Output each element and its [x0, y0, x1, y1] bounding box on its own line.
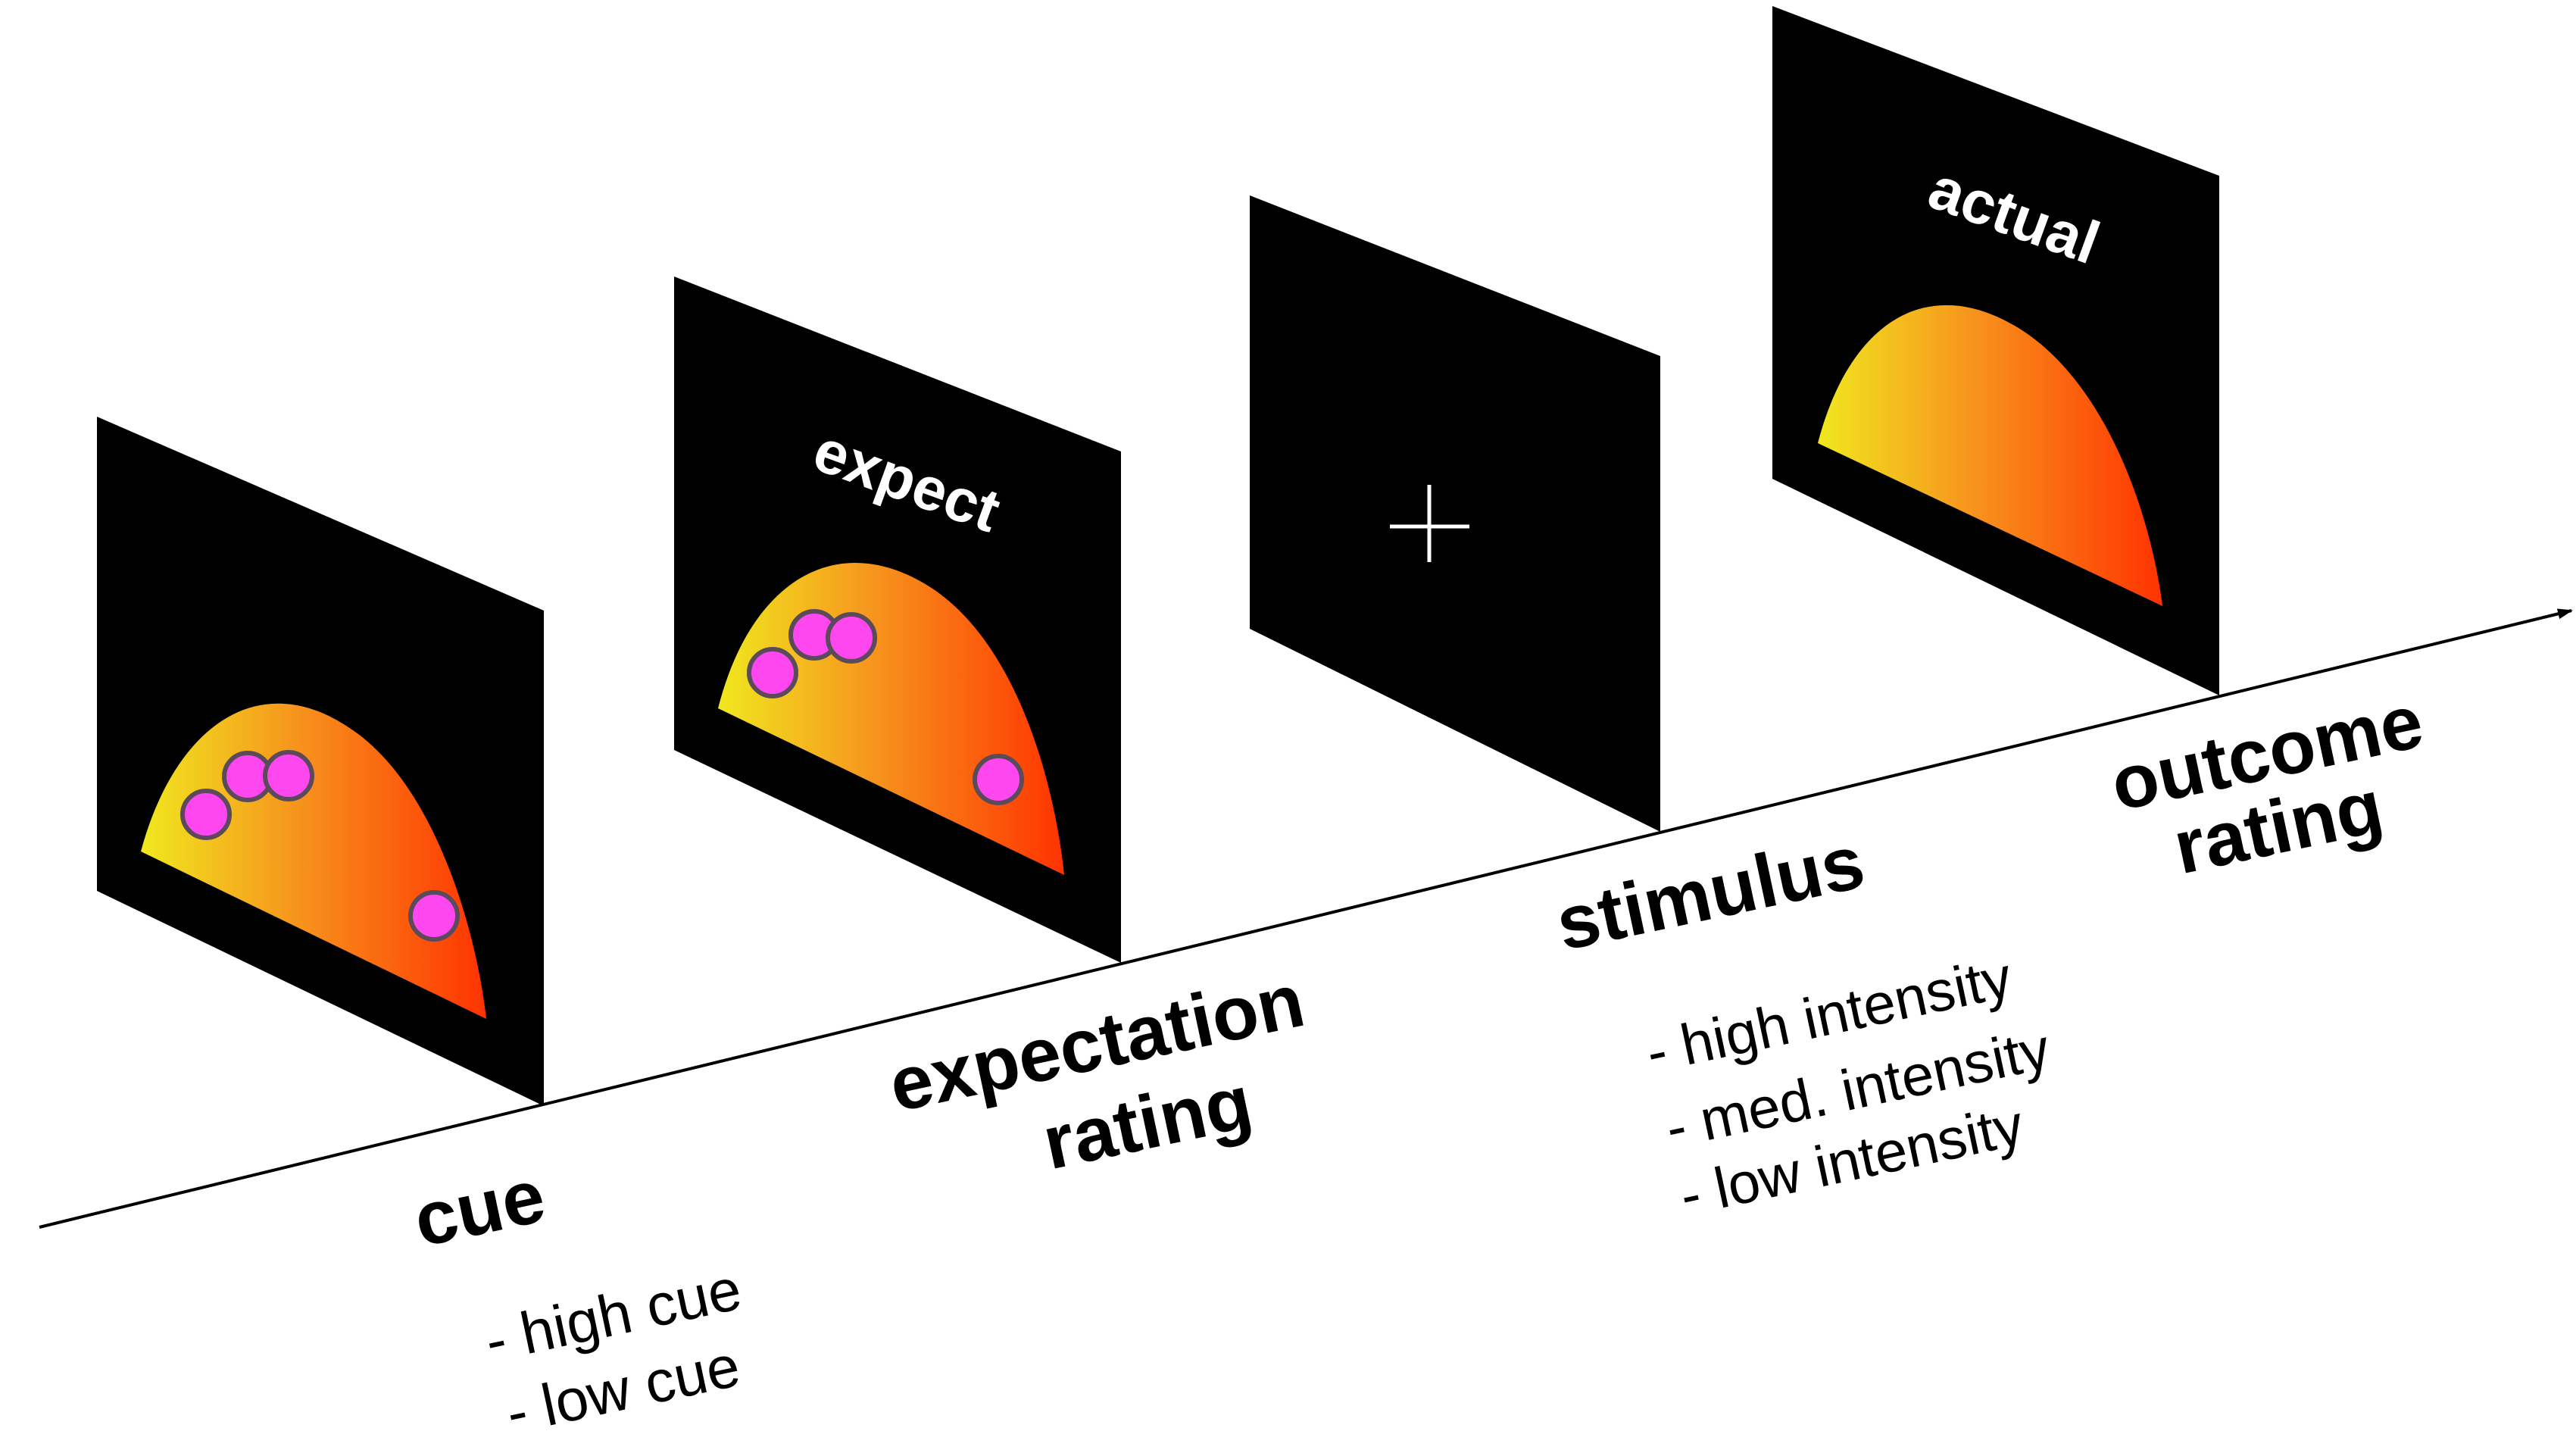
cue-title: cue [407, 1153, 552, 1263]
time-axis-arrow [39, 608, 2573, 1229]
cue-dot [408, 890, 460, 942]
outcome-screen: actual [1772, 6, 2219, 695]
expectation-stage-label: expectation rating [882, 958, 1312, 1186]
cue-stage-label: cue - high cue - low cue [407, 1153, 747, 1446]
outcome-stage-label: outcome rating [2103, 679, 2430, 891]
stimulus-stage-label: stimulus - high intensity - med. intensi… [1549, 819, 2055, 1228]
cue-dot [263, 750, 314, 801]
cue-screen [97, 417, 544, 1106]
cue-dot [180, 789, 232, 840]
expectation-dot [747, 647, 798, 698]
expectation-dot [826, 612, 877, 664]
expectation-screen: expect [674, 277, 1121, 963]
stimulus-screen-panel [1250, 195, 1660, 832]
stimulus-title: stimulus [1549, 819, 1871, 967]
outcome-rating-scale [1818, 305, 2162, 606]
stimulus-screen [1250, 195, 1660, 832]
expectation-dot [973, 754, 1024, 805]
